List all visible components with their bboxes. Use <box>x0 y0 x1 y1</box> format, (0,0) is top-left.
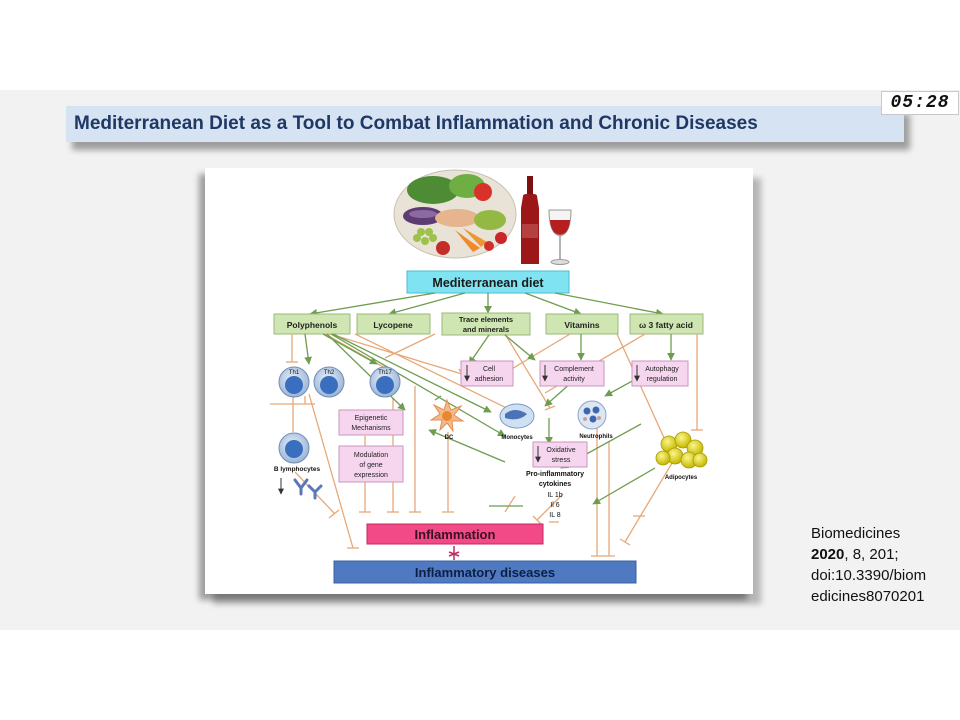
th17-label: Th17 <box>378 370 392 376</box>
b-lymphocytes-label: B lymphocytes <box>274 466 321 473</box>
monocytes: Monocytes <box>499 403 535 441</box>
inflammation-box <box>366 523 544 545</box>
adipocytes: Adipocytes <box>655 431 708 481</box>
neutrophil-icon <box>577 400 607 430</box>
diagram: Mediterranean diet Polyphenols Lycopene … <box>270 169 708 584</box>
polyphenols-label: Polyphenols <box>287 320 338 330</box>
modulation-label-3: expression <box>354 472 388 479</box>
antibody-icon <box>293 478 323 500</box>
oxidative-stress-box <box>532 441 588 468</box>
monocytes-label: Monocytes <box>501 435 533 441</box>
title-banner: Mediterranean Diet as a Tool to Combat I… <box>66 106 904 142</box>
citation-doi-2: edicines8070201 <box>811 588 925 605</box>
cytokines-block: Pro-inflammatory cytokines IL 1b Il 6 IL… <box>526 471 584 519</box>
th1-label: Th1 <box>289 370 300 376</box>
citation-year: 2020 <box>811 546 845 563</box>
component-boxes: Polyphenols Lycopene Trace elements and … <box>273 312 704 336</box>
epigenetic-label-2: Mechanisms <box>351 425 391 432</box>
citation: Biomedicines 2020, 8, 201; doi:10.3390/b… <box>811 523 960 607</box>
cytokines-title-1: Pro-inflammatory <box>526 471 584 478</box>
complement-label-1: Complement <box>554 366 594 373</box>
food-illustration <box>393 169 572 265</box>
dc-cell-icon <box>429 398 465 433</box>
citation-year-line: 2020, 8, 201; <box>811 544 960 565</box>
diet-connectors <box>309 292 664 317</box>
and-minerals-label: and minerals <box>463 325 509 334</box>
lycopene-label: Lycopene <box>373 320 413 330</box>
th2-label: Th2 <box>324 370 335 376</box>
modulation-gene-expression-box <box>338 445 404 483</box>
citation-doi-1: doi:10.3390/biom <box>811 567 927 584</box>
il6-label: Il 6 <box>550 502 559 509</box>
wine-glass-icon <box>548 209 572 265</box>
process-boxes: Cell adhesion Complement activity Autoph… <box>338 360 689 483</box>
dendritic-cell: DC <box>429 398 465 441</box>
oxidative-label-2: stress <box>552 457 571 464</box>
complement-label-2: activity <box>563 376 585 383</box>
autophagy-label-2: regulation <box>647 376 678 383</box>
dc-label: DC <box>445 435 454 441</box>
oxidative-label-1: Oxidative <box>546 447 575 454</box>
t-cells: Th1 Th2 Th17 <box>278 366 401 398</box>
omega3-box <box>629 313 704 335</box>
modulation-label-1: Modulation <box>354 452 388 459</box>
adipocyte-icon <box>655 431 708 469</box>
cytokines-title-2: cytokines <box>539 481 571 488</box>
trace-elements-box <box>441 312 531 336</box>
cell-adhesion-box <box>460 360 514 387</box>
inflammatory-diseases-box <box>333 560 637 584</box>
epigenetic-label-1: Epigenetic <box>355 415 388 422</box>
inhibitory-connectors <box>270 333 703 557</box>
il1b-label: IL 1b <box>547 492 562 499</box>
b-lymphocytes: B lymphocytes <box>274 432 323 500</box>
wine-bottle-icon <box>527 176 533 196</box>
vitamins-box <box>545 313 619 335</box>
clock-timer: 05:28 <box>881 91 959 115</box>
inflammatory-diseases-label: Inflammatory diseases <box>415 565 555 580</box>
modulation-label-2: of gene <box>359 462 382 469</box>
cell-adhesion-label-1: Cell <box>483 366 496 373</box>
inflammation-label: Inflammation <box>415 527 496 542</box>
mediterranean-diet-label: Mediterranean diet <box>432 276 544 290</box>
citation-volume: , 8, 201; <box>844 546 899 563</box>
autophagy-regulation-box <box>631 360 689 387</box>
neutrophils-label: Neutrophils <box>579 434 613 440</box>
polyphenols-box <box>273 313 351 335</box>
lycopene-box <box>356 313 431 335</box>
link-arrow-icon <box>448 546 460 560</box>
figure-frame: Mediterranean diet Polyphenols Lycopene … <box>205 168 753 594</box>
vitamins-label: Vitamins <box>564 320 600 330</box>
autophagy-label-1: Autophagy <box>645 366 679 373</box>
cell-adhesion-label-2: adhesion <box>475 376 504 383</box>
slide-title: Mediterranean Diet as a Tool to Combat I… <box>74 113 758 134</box>
trace-elements-label: Trace elements <box>459 315 513 324</box>
neutrophils: Neutrophils <box>577 400 613 440</box>
citation-journal: Biomedicines <box>811 525 901 542</box>
complement-activity-box <box>539 360 605 387</box>
epigenetic-mechanisms-box <box>338 409 404 436</box>
il8-label: IL 8 <box>549 512 561 519</box>
omega3-label: ω 3 fatty acid <box>639 320 693 330</box>
adipocytes-label: Adipocytes <box>665 475 698 481</box>
